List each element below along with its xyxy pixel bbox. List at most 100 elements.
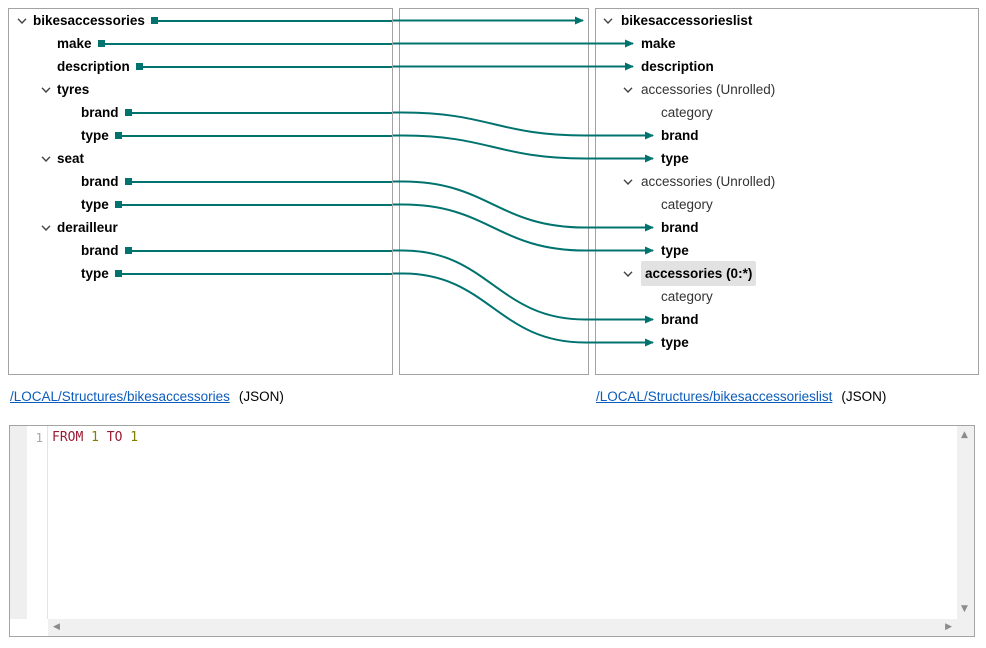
tree-node-label: brand [661, 312, 699, 327]
tree-node-seat[interactable]: seat [9, 147, 392, 170]
tree-node-category[interactable]: category [596, 285, 978, 308]
target-link-row: /LOCAL/Structures/bikesaccessorieslist (J… [596, 388, 886, 406]
tree-node-label: brand [81, 243, 119, 258]
mapping-handle-square[interactable] [124, 247, 132, 254]
expression-editor[interactable]: 1 FROM 1 TO 1 ◀ ▶ ▲ ▼ [9, 425, 975, 637]
tree-node-label: type [81, 197, 109, 212]
tree-node-brand[interactable]: brand [9, 170, 392, 193]
mapping-canvas [399, 8, 589, 375]
chevron-down-icon[interactable] [17, 17, 33, 24]
code-token-number: 1 [130, 430, 139, 445]
mapping-handle-square[interactable] [150, 17, 158, 24]
tree-node-make[interactable]: make [9, 32, 392, 55]
tree-node-label: make [641, 36, 676, 51]
mapping-handle-square[interactable] [124, 109, 132, 116]
mapping-line-stub [121, 272, 392, 275]
tree-node-label: accessories (Unrolled) [641, 174, 776, 189]
source-structure-panel: bikesaccessories make description tyres bran… [8, 8, 393, 375]
tree-node-type[interactable]: type [9, 124, 392, 147]
mapping-handle-square[interactable] [97, 40, 105, 47]
chevron-down-icon[interactable] [41, 86, 57, 93]
tree-node-type[interactable]: type [9, 193, 392, 216]
mapping-line-stub [157, 19, 392, 22]
tree-node-description[interactable]: description [9, 55, 392, 78]
tree-node-type[interactable]: type [596, 147, 978, 170]
mapping-line-stub [131, 249, 392, 252]
tree-node-make[interactable]: make [596, 32, 978, 55]
code-token-number: 1 [91, 430, 99, 445]
code-token-keyword: TO [106, 430, 123, 445]
tree-node-accessories-0[interactable]: accessories (0:*) [596, 261, 978, 286]
code-token-keyword: FROM [52, 430, 84, 445]
vertical-scrollbar[interactable]: ▲ ▼ [957, 426, 974, 636]
tree-node-brand[interactable]: brand [9, 101, 392, 124]
chevron-down-icon[interactable] [41, 224, 57, 231]
chevron-down-icon[interactable] [623, 270, 641, 277]
tree-node-label: type [81, 266, 109, 281]
tree-node-tyres[interactable]: tyres [9, 78, 392, 101]
chevron-down-icon[interactable] [623, 86, 641, 93]
scroll-right-icon[interactable]: ▶ [945, 622, 952, 632]
tree-node-type[interactable]: type [9, 262, 392, 285]
scroll-down-icon[interactable]: ▼ [961, 604, 968, 614]
mapping-handle-square[interactable] [114, 270, 122, 277]
tree-node-type[interactable]: type [596, 331, 978, 354]
scroll-left-icon[interactable]: ◀ [53, 622, 60, 632]
tree-node-label: derailleur [57, 220, 118, 235]
tree-node-label: type [661, 243, 689, 258]
chevron-down-icon[interactable] [623, 178, 641, 185]
tree-node-label: brand [81, 105, 119, 120]
tree-node-bikesaccessorieslist[interactable]: bikesaccessorieslist [596, 9, 978, 32]
tree-node-label: make [57, 36, 92, 51]
tree-node-label: brand [81, 174, 119, 189]
target-format-label: (JSON) [841, 389, 887, 404]
tree-node-accessories-unrolled[interactable]: accessories (Unrolled) [596, 170, 978, 193]
mapping-handle-square[interactable] [114, 132, 122, 139]
tree-node-description[interactable]: description [596, 55, 978, 78]
mapping-line-stub [131, 180, 392, 183]
mapping-handle-square[interactable] [135, 63, 143, 70]
chevron-down-icon[interactable] [41, 155, 57, 162]
tree-node-label: type [81, 128, 109, 143]
tree-node-label: seat [57, 151, 85, 166]
tree-node-label: category [661, 105, 713, 120]
tree-node-brand[interactable]: brand [596, 216, 978, 239]
mapping-line-stub [121, 134, 392, 137]
tree-node-label: bikesaccessories [33, 13, 145, 28]
tree-node-category[interactable]: category [596, 101, 978, 124]
tree-node-label: category [661, 289, 713, 304]
editor-gutter [10, 426, 27, 619]
tree-node-brand[interactable]: brand [596, 308, 978, 331]
scroll-up-icon[interactable]: ▲ [961, 430, 968, 440]
source-format-label: (JSON) [238, 389, 284, 404]
horizontal-scrollbar[interactable]: ◀ ▶ [48, 619, 957, 636]
code-line[interactable]: FROM 1 TO 1 [52, 430, 138, 445]
tree-node-accessories-unrolled[interactable]: accessories (Unrolled) [596, 78, 978, 101]
tree-node-label: category [661, 197, 713, 212]
tree-node-derailleur[interactable]: derailleur [9, 216, 392, 239]
mapping-line-stub [104, 42, 392, 45]
line-number-column: 1 [27, 426, 48, 619]
line-number: 1 [35, 430, 43, 445]
chevron-down-icon[interactable] [603, 17, 621, 24]
target-structure-link[interactable]: /LOCAL/Structures/bikesaccessorieslist [596, 389, 833, 404]
source-structure-link[interactable]: /LOCAL/Structures/bikesaccessories [10, 389, 230, 404]
tree-node-label: brand [661, 220, 699, 235]
tree-node-label: type [661, 151, 689, 166]
tree-node-brand[interactable]: brand [596, 124, 978, 147]
tree-node-category[interactable]: category [596, 193, 978, 216]
mapping-handle-square[interactable] [124, 178, 132, 185]
tree-node-bikesaccessories[interactable]: bikesaccessories [9, 9, 392, 32]
tree-node-label: tyres [57, 82, 90, 97]
mapping-handle-square[interactable] [114, 201, 122, 208]
tree-node-label: type [661, 335, 689, 350]
mapping-line-stub [131, 111, 392, 114]
tree-node-type[interactable]: type [596, 239, 978, 262]
tree-node-brand[interactable]: brand [9, 239, 392, 262]
mapping-line-stub [121, 203, 392, 206]
tree-node-label: brand [661, 128, 699, 143]
mapping-line-stub [142, 65, 392, 68]
source-link-row: /LOCAL/Structures/bikesaccessories (JSON) [10, 388, 284, 406]
